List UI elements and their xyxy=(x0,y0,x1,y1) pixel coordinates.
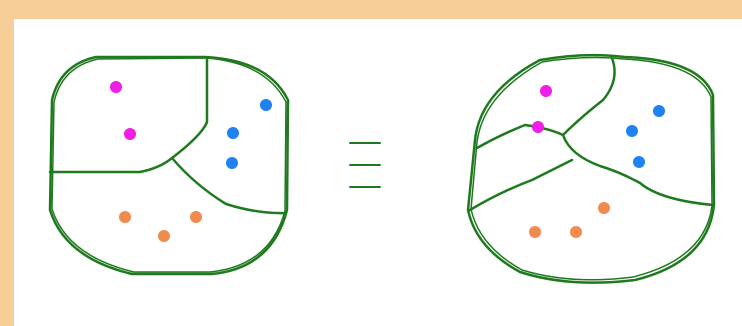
right-group-c-point xyxy=(598,202,610,214)
right-group-b-point xyxy=(653,105,665,117)
left-group-b-point xyxy=(260,99,272,111)
left-group-a-point xyxy=(124,128,136,140)
right-group-c-point xyxy=(570,226,582,238)
right-upper-divider xyxy=(563,58,615,135)
left-middle-divider xyxy=(50,158,172,172)
right-group-a-point xyxy=(540,85,552,97)
right-outline-echo xyxy=(471,58,712,280)
equivalence-sign xyxy=(350,143,380,187)
right-center-divider xyxy=(563,135,713,205)
left-group-b-point xyxy=(227,127,239,139)
right-partition xyxy=(468,55,714,283)
left-outline-echo xyxy=(52,58,286,272)
left-partition xyxy=(50,57,288,274)
left-outline xyxy=(50,57,288,274)
left-group-a-point xyxy=(110,81,122,93)
right-group-a-point xyxy=(532,121,544,133)
right-group-b-point xyxy=(633,156,645,168)
right-lower-divider xyxy=(470,160,572,210)
left-group-c-point xyxy=(158,230,170,242)
right-group-b-point xyxy=(626,125,638,137)
left-group-c-point xyxy=(119,211,131,223)
left-group-b-point xyxy=(226,157,238,169)
left-group-c-point xyxy=(190,211,202,223)
right-group-c-point xyxy=(529,226,541,238)
left-vertical-divider xyxy=(172,58,207,158)
right-left-divider xyxy=(477,125,563,148)
